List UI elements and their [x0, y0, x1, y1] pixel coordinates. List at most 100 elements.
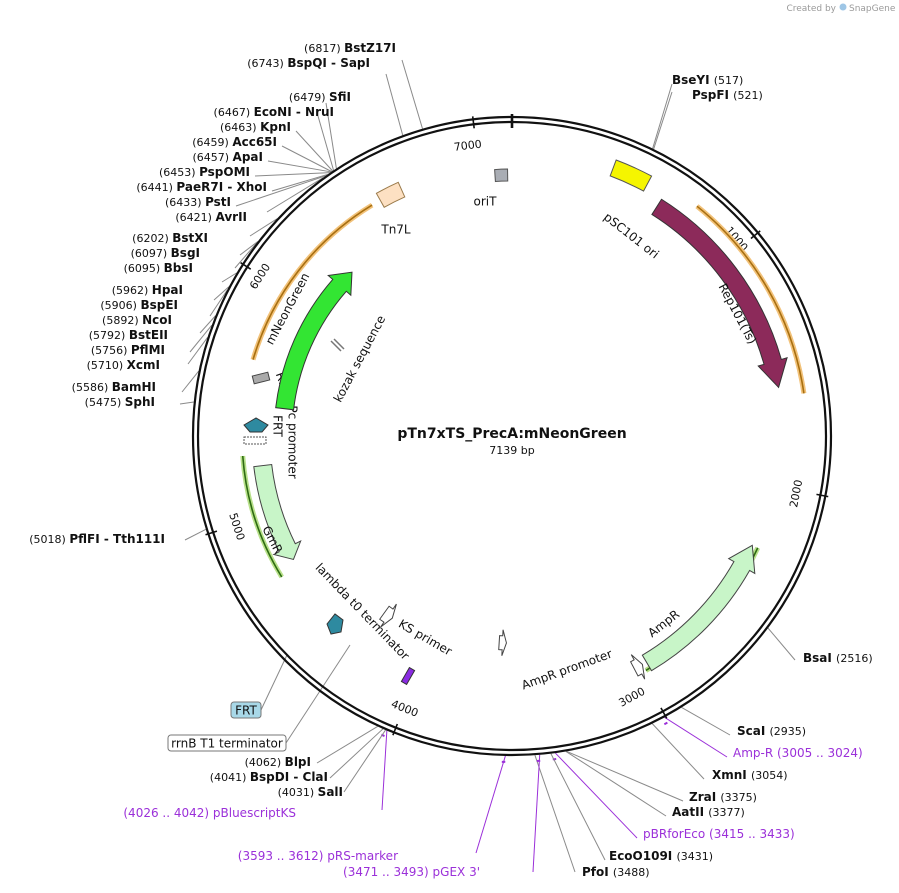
- leader-bspei: [213, 286, 230, 301]
- feature-ampr[interactable]: [641, 544, 756, 672]
- feature-rep101-ts[interactable]: [651, 198, 788, 389]
- site-name: ZraI: [689, 790, 720, 804]
- tick-label-7000: 7000: [453, 138, 482, 154]
- leader-bsgi: [239, 240, 259, 256]
- site-text-pflmi: (5756) PflMI: [91, 343, 165, 357]
- site-name: BspDI - ClaI: [250, 770, 328, 784]
- site-pfoi[interactable]: PfoI (3488): [582, 865, 649, 879]
- site-prs-marker[interactable]: (3593 .. 3612) pRS-marker: [238, 849, 398, 863]
- feature-psc101-ori[interactable]: [609, 159, 653, 192]
- site-pos: (3375): [720, 791, 757, 804]
- site-aatii[interactable]: AatII (3377): [672, 805, 745, 819]
- boxed-label-rrnb-t1-terminator[interactable]: rrnB T1 terminator: [167, 734, 287, 752]
- feature-mneongreen[interactable]: [275, 271, 353, 411]
- site-sfii[interactable]: (6479) SfiI: [289, 90, 351, 104]
- site-name: PstI: [205, 195, 231, 209]
- leader-sfii: [325, 102, 337, 169]
- feature-ks-primer[interactable]: [498, 629, 507, 656]
- site-bspdi-clai[interactable]: (4041) BspDI - ClaI: [210, 770, 328, 784]
- site-bsgi[interactable]: (6097) BsgI: [131, 246, 200, 260]
- site-bstz17i[interactable]: (6817) BstZ17I: [304, 41, 396, 55]
- site-bsai[interactable]: BsaI (2516): [803, 651, 873, 665]
- site-pos: (6433): [165, 196, 205, 209]
- feature-tn7l[interactable]: [375, 181, 406, 208]
- site-pos: (6459): [192, 136, 232, 149]
- site-bbsi[interactable]: (6095) BbsI: [124, 261, 193, 275]
- site-text-prs-marker: (3593 .. 3612) pRS-marker: [238, 849, 398, 863]
- feature-ampr-promoter[interactable]: [629, 654, 646, 680]
- site-text-pspfi: PspFI (521): [692, 88, 763, 102]
- leader-bsai: [767, 627, 796, 661]
- feature-label-frt: FRT: [271, 415, 285, 437]
- site-name: PspOMI: [199, 165, 250, 179]
- site-sali[interactable]: (4031) SalI: [278, 785, 343, 799]
- feature-orit[interactable]: [494, 168, 509, 183]
- leader-box-rrnb-t1-terminator: [285, 644, 351, 744]
- feature-lambda-t0-terminator[interactable]: [379, 603, 397, 628]
- site-pflfi-tth111i[interactable]: (5018) PflFI - Tth111I: [29, 532, 165, 546]
- site-pspomi[interactable]: (6453) PspOMI: [159, 165, 250, 179]
- site-pspfi[interactable]: PspFI (521): [692, 88, 763, 102]
- site-xcmi[interactable]: (5710) XcmI: [87, 358, 160, 372]
- site-name: BbsI: [164, 261, 193, 275]
- site-bspei[interactable]: (5906) BspEI: [100, 298, 178, 312]
- feature-label-pc-promoter: Pc promoter: [286, 405, 300, 478]
- site-kpni[interactable]: (6463) KpnI: [220, 120, 291, 134]
- site-pos: (4026 .. 4042): [123, 806, 213, 820]
- site-pbrforeco[interactable]: pBRforEco (3415 .. 3433): [643, 827, 795, 841]
- site-text-xmni: XmnI (3054): [712, 768, 788, 782]
- leader-ncoi: [209, 289, 228, 317]
- site-bamhi[interactable]: (5586) BamHI: [72, 380, 156, 394]
- site-econi-nrui[interactable]: (6467) EcoNI - NruI: [214, 105, 334, 119]
- site-pos: (6457): [192, 151, 232, 164]
- site-sphi[interactable]: (5475) SphI: [85, 395, 155, 409]
- site-pbluescriptks[interactable]: (4026 .. 4042) pBluescriptKS: [123, 806, 296, 820]
- site-name: BamHI: [112, 380, 156, 394]
- kozak-icon-line: [333, 338, 345, 350]
- site-text-hpai: (5962) HpaI: [112, 283, 183, 297]
- site-hpai[interactable]: (5962) HpaI: [112, 283, 183, 297]
- site-bseyi[interactable]: BseYI (517): [672, 73, 743, 87]
- site-avrii[interactable]: (6421) AvrII: [175, 210, 247, 224]
- site-name: PflMI: [131, 343, 165, 357]
- site-acc65i[interactable]: (6459) Acc65I: [192, 135, 277, 149]
- site-blpi[interactable]: (4062) BlpI: [245, 755, 311, 769]
- site-xmni[interactable]: XmnI (3054): [712, 768, 788, 782]
- leader-paer7i-xhoi: [271, 174, 328, 192]
- tick-3000: [660, 707, 668, 719]
- site-pos: (3593 .. 3612): [238, 849, 328, 863]
- site-name: pBRforEco: [643, 827, 709, 841]
- site-psti[interactable]: (6433) PstI: [165, 195, 231, 209]
- site-scai[interactable]: ScaI (2935): [737, 724, 806, 738]
- site-text-pgex-3: (3471 .. 3493) pGEX 3': [343, 865, 480, 879]
- site-arc-rep: [696, 205, 805, 394]
- leader-box-frt: [260, 654, 288, 711]
- plasmid-name: pTn7xTS_PrecA:mNeonGreen: [397, 426, 626, 442]
- feature-label-lambda-t0-terminator: lambda t0 terminator: [313, 560, 413, 662]
- feature-gmr[interactable]: [253, 463, 302, 561]
- boxed-label-frt[interactable]: FRT: [230, 701, 262, 719]
- site-bspqi-sapi[interactable]: (6743) BspQI - SapI: [247, 56, 370, 70]
- tick-label-4000: 4000: [389, 697, 420, 719]
- site-name: PspFI: [692, 88, 733, 102]
- site-text-bspei: (5906) BspEI: [100, 298, 178, 312]
- leader-bstxi: [249, 218, 278, 237]
- site-zrai[interactable]: ZraI (3375): [689, 790, 757, 804]
- site-ncoi[interactable]: (5892) NcoI: [102, 313, 172, 327]
- site-text-bamhi: (5586) BamHI: [72, 380, 156, 394]
- site-pflmi[interactable]: (5756) PflMI: [91, 343, 165, 357]
- tick-label-2000: 2000: [787, 479, 805, 509]
- site-bsteii[interactable]: (5792) BstEII: [89, 328, 168, 342]
- site-bstxi[interactable]: (6202) BstXI: [132, 231, 208, 245]
- site-amp-r[interactable]: Amp-R (3005 .. 3024): [733, 746, 863, 760]
- snapgene-logo-icon: [839, 3, 847, 11]
- site-pgex-3[interactable]: (3471 .. 3493) pGEX 3': [343, 865, 480, 879]
- site-pos: (6202): [132, 232, 172, 245]
- site-paer7i-xhoi[interactable]: (6441) PaeR7I - XhoI: [136, 180, 267, 194]
- boxed-label-text: rrnB T1 terminator: [171, 737, 283, 751]
- site-name: AatII: [672, 805, 708, 819]
- site-apai[interactable]: (6457) ApaI: [192, 150, 263, 164]
- site-labels[interactable]: (6817) BstZ17I(6743) BspQI - SapI (6479) …: [29, 41, 872, 879]
- leader-xcmi: [187, 337, 208, 365]
- site-ecoo109i[interactable]: EcoO109I (3431): [609, 849, 713, 863]
